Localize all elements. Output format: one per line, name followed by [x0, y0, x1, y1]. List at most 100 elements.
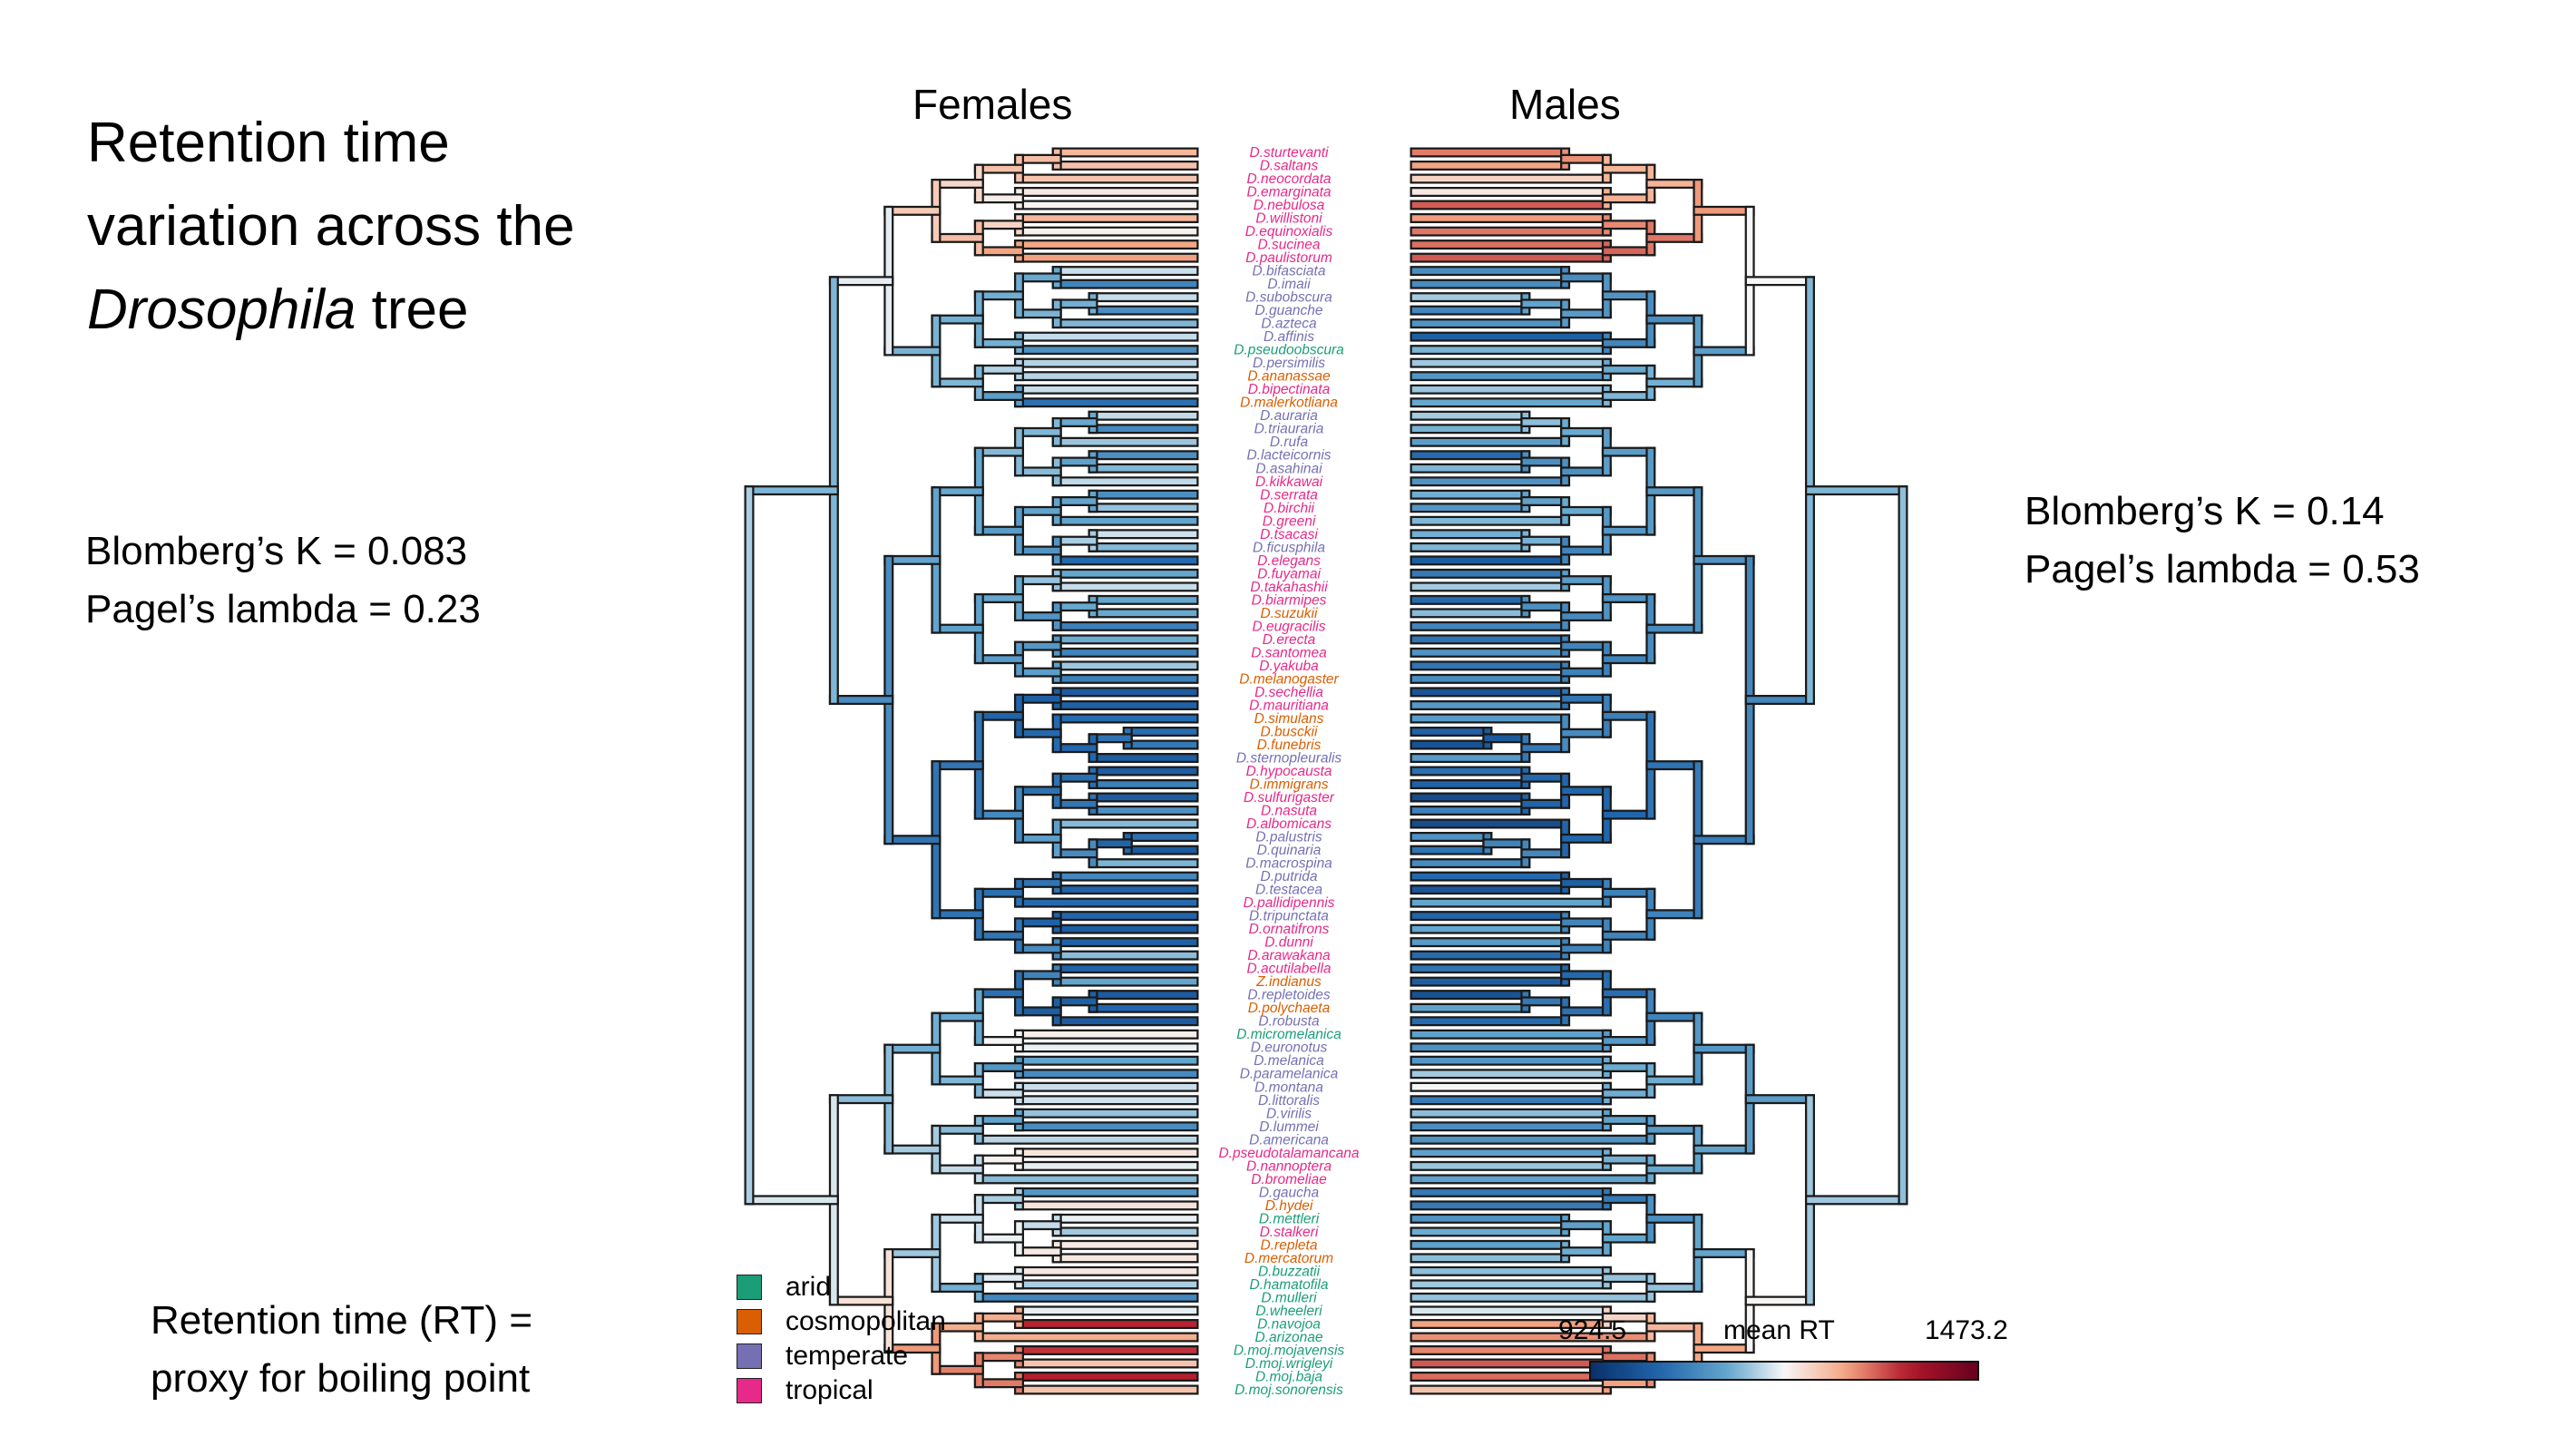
species-label: D.ornatifrons: [1249, 922, 1330, 937]
species-label: D.moj.mojavensis: [1234, 1343, 1345, 1359]
species-label: D.yakuba: [1259, 659, 1319, 674]
species-label: D.suzukii: [1261, 606, 1318, 621]
species-label: D.tsacasi: [1260, 527, 1318, 542]
males-tree: [1410, 147, 1908, 1395]
females-tree: [744, 147, 1199, 1395]
species-label: D.malerkotliana: [1240, 396, 1338, 411]
species-label: D.lummei: [1259, 1119, 1319, 1135]
species-label-column: D.sturtevantiD.saltansD.neocordataD.emar…: [1218, 145, 1359, 1398]
species-label: D.palustris: [1255, 830, 1322, 845]
species-label: D.willistoni: [1255, 211, 1322, 227]
species-label: D.ficusphila: [1253, 540, 1325, 555]
rt-note-line-2: proxy for boiling point: [151, 1356, 531, 1401]
species-label: D.pseudotalamancana: [1218, 1146, 1359, 1161]
colorbar-max-label: 1473.2: [1925, 1315, 2008, 1345]
species-label: D.ananassae: [1247, 369, 1331, 385]
colorbar-title: mean RT: [1723, 1315, 1835, 1345]
species-label: D.montana: [1254, 1080, 1323, 1095]
species-label: D.moj.baja: [1255, 1370, 1322, 1385]
species-label: D.guanche: [1255, 303, 1323, 318]
legend-item-cosmopolitan: cosmopolitan: [737, 1306, 946, 1337]
species-label: D.azteca: [1261, 317, 1317, 332]
legend-label: tropical: [785, 1375, 873, 1405]
colorbar-min-label: 924.5: [1558, 1315, 1627, 1345]
species-label: D.saltans: [1260, 159, 1319, 174]
species-label: D.kikkawai: [1255, 474, 1323, 490]
species-label: D.nebulosa: [1254, 198, 1325, 213]
species-label: D.subobscura: [1245, 290, 1332, 306]
species-label: D.equinoxialis: [1245, 224, 1333, 239]
species-label: D.tripunctata: [1249, 909, 1329, 924]
species-label: D.melanica: [1254, 1053, 1324, 1069]
species-label: D.virilis: [1266, 1106, 1312, 1121]
species-label: D.bipectinata: [1248, 382, 1331, 397]
species-label: D.funebris: [1257, 738, 1322, 753]
rt-note-line-1: Retention time (RT) =: [151, 1298, 533, 1343]
species-label: Z.indianus: [1255, 974, 1322, 990]
species-label: D.pallidipennis: [1244, 895, 1335, 911]
species-label: D.bromeliae: [1251, 1172, 1327, 1187]
species-label: D.hydei: [1265, 1198, 1313, 1214]
species-label: D.sturtevanti: [1249, 145, 1329, 161]
legend-label: arid: [785, 1272, 832, 1302]
title-line-2: variation across the: [87, 195, 575, 258]
species-label: D.mauritiana: [1249, 698, 1329, 713]
species-label: D.nasuta: [1261, 804, 1317, 819]
species-label: D.robusta: [1258, 1014, 1320, 1030]
species-label: D.rufa: [1270, 435, 1309, 450]
species-label: D.eugracilis: [1253, 619, 1326, 634]
species-label: D.triauraria: [1254, 422, 1324, 437]
species-label: D.biarmipes: [1252, 592, 1327, 608]
legend-label: temperate: [785, 1341, 909, 1371]
species-label: D.littoralis: [1258, 1093, 1320, 1109]
species-label: D.serrata: [1260, 487, 1318, 503]
title-genus: Drosophila: [87, 278, 356, 341]
species-label: D.melanogaster: [1239, 671, 1339, 687]
species-label: D.arizonae: [1255, 1330, 1323, 1345]
species-label: D.stalkeri: [1260, 1225, 1319, 1240]
species-label: D.greeni: [1263, 513, 1316, 529]
species-label: D.putrida: [1261, 869, 1318, 884]
species-label: D.busckii: [1261, 725, 1318, 740]
title-line-3: Drosophila tree: [87, 269, 575, 352]
females-pagel-lambda: Pagel’s lambda = 0.23: [85, 587, 481, 631]
species-label: D.lacteicornis: [1246, 448, 1331, 464]
species-label: D.macrospina: [1245, 856, 1332, 872]
species-label: D.paulistorum: [1245, 250, 1332, 266]
species-label: D.gaucha: [1259, 1185, 1320, 1200]
legend-swatch: [737, 1378, 762, 1403]
species-label: D.repleta: [1261, 1237, 1318, 1253]
species-label: D.hypocausta: [1246, 764, 1332, 779]
females-heading: Females: [912, 81, 1073, 128]
species-label: D.sulfurigaster: [1244, 790, 1335, 806]
species-label: D.birchii: [1264, 501, 1315, 516]
females-stats: Blomberg’s K = 0.083 Pagel’s lambda = 0.…: [85, 523, 481, 639]
species-label: D.wheeleri: [1255, 1304, 1322, 1319]
species-label: D.affinis: [1264, 329, 1314, 345]
title-tree-word: tree: [356, 278, 469, 341]
legend-label: cosmopolitan: [785, 1306, 946, 1336]
species-label: D.moj.sonorensis: [1234, 1382, 1343, 1398]
species-label: D.erecta: [1263, 632, 1316, 648]
title-line-1: Retention time: [87, 112, 450, 174]
species-label: D.immigrans: [1250, 777, 1329, 793]
rt-note: Retention time (RT) = proxy for boiling …: [151, 1292, 532, 1408]
species-label: D.repletoides: [1247, 988, 1331, 1003]
species-label: D.santomea: [1251, 645, 1327, 660]
slide-title: Retention time variation across the Dros…: [87, 102, 575, 352]
legend-swatch: [737, 1275, 762, 1300]
species-label: D.hamatofila: [1249, 1277, 1328, 1293]
species-label: D.arawakana: [1247, 948, 1331, 963]
species-label: D.simulans: [1254, 711, 1324, 727]
species-label: D.americana: [1249, 1132, 1329, 1148]
species-label: D.pseudoobscura: [1234, 343, 1344, 358]
species-label: D.takahashii: [1250, 580, 1328, 595]
species-label: D.testacea: [1255, 883, 1322, 898]
species-label: D.mulleri: [1261, 1290, 1317, 1305]
species-label: D.quinaria: [1257, 843, 1322, 858]
species-label: D.moj.wrigleyi: [1245, 1356, 1333, 1372]
species-label: D.sternopleuralis: [1236, 751, 1342, 767]
species-label: D.paramelanica: [1240, 1067, 1339, 1082]
